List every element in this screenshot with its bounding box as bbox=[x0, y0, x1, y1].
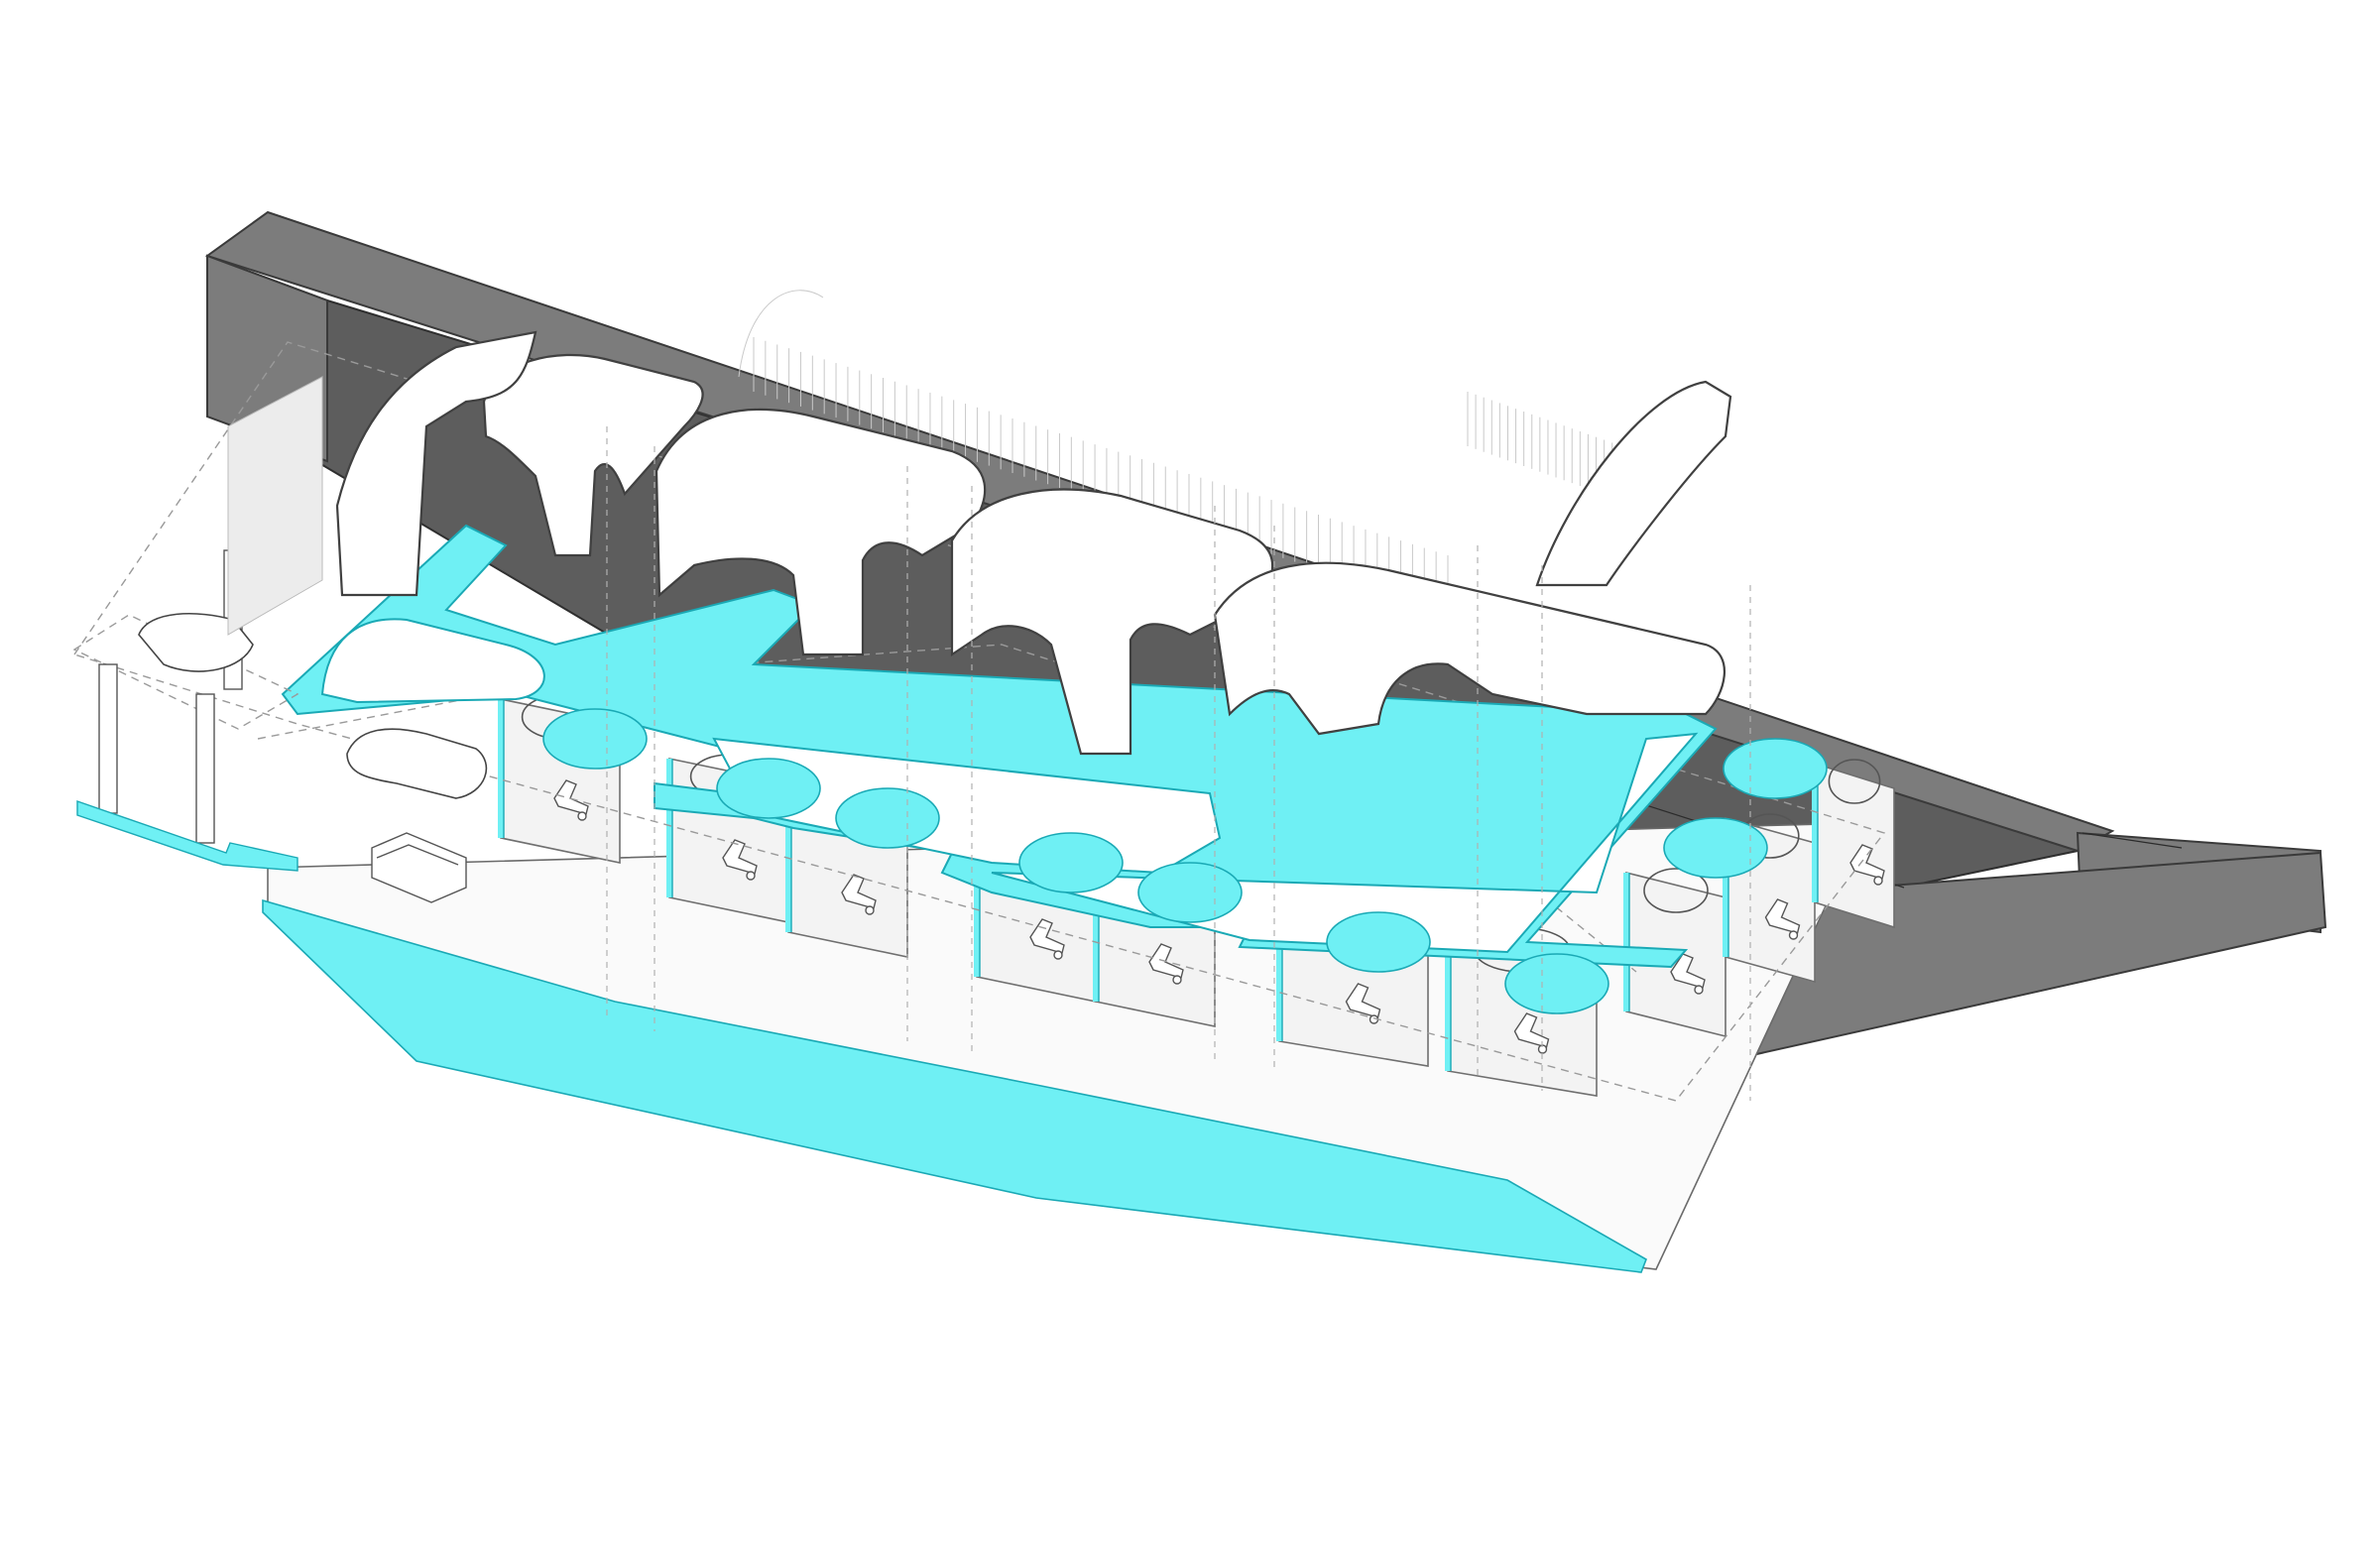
slab-edge-cyan bbox=[262, 898, 1647, 1273]
dental-chair bbox=[1345, 983, 1381, 1018]
light-channel-cutout bbox=[320, 618, 545, 704]
stool bbox=[1873, 876, 1883, 886]
dental-chair bbox=[722, 839, 758, 875]
sofa-back bbox=[376, 844, 459, 866]
screen-slat bbox=[738, 290, 824, 378]
ceiling-baffle bbox=[1213, 561, 1726, 736]
canopy-dashed bbox=[72, 614, 299, 730]
vertical-dashed-lines bbox=[606, 426, 1751, 1101]
dental-chair bbox=[841, 874, 877, 909]
overhead-light-ring bbox=[1643, 868, 1709, 913]
reception-desk bbox=[346, 728, 488, 799]
stool bbox=[746, 871, 756, 881]
light-disc bbox=[542, 708, 648, 770]
ceiling-baffles bbox=[335, 330, 1732, 756]
stool bbox=[1172, 975, 1182, 985]
stool bbox=[1788, 930, 1799, 940]
dental-chair bbox=[1513, 1012, 1550, 1048]
reception-counter bbox=[346, 728, 488, 799]
treatment-room bbox=[1814, 762, 1895, 929]
entrance-step-cyan bbox=[76, 800, 298, 872]
ceiling-light-discs bbox=[542, 708, 1828, 1014]
overhead-light-ring bbox=[1828, 759, 1881, 804]
stool bbox=[1694, 985, 1704, 995]
dental-chair bbox=[1670, 953, 1706, 989]
dental-chair bbox=[1148, 943, 1184, 979]
stool bbox=[1053, 950, 1063, 960]
wall-joint-line bbox=[2082, 832, 2183, 849]
light-disc bbox=[1326, 911, 1431, 973]
entrance-canopy bbox=[72, 376, 323, 872]
light-disc bbox=[835, 787, 940, 849]
light-disc bbox=[1723, 738, 1828, 799]
light-disc bbox=[716, 758, 821, 819]
ceiling-baffle bbox=[335, 330, 537, 597]
entrance-column bbox=[195, 693, 215, 844]
dental-chair bbox=[1029, 918, 1065, 954]
light-disc bbox=[1018, 832, 1124, 893]
stool bbox=[577, 811, 587, 821]
ceiling-baffle bbox=[1535, 380, 1732, 587]
light-disc bbox=[1663, 817, 1768, 879]
entrance-planter bbox=[138, 612, 254, 672]
dental-chair bbox=[1849, 844, 1885, 880]
entrance-partition bbox=[227, 376, 323, 636]
light-disc bbox=[1137, 862, 1243, 923]
entrance-column bbox=[98, 663, 118, 814]
dental-chair bbox=[553, 779, 589, 815]
ceiling-baffle bbox=[482, 353, 704, 557]
light-disc bbox=[1504, 953, 1609, 1014]
waiting-sofa bbox=[371, 832, 467, 903]
stool bbox=[865, 905, 875, 915]
dental-chair bbox=[1764, 898, 1801, 934]
